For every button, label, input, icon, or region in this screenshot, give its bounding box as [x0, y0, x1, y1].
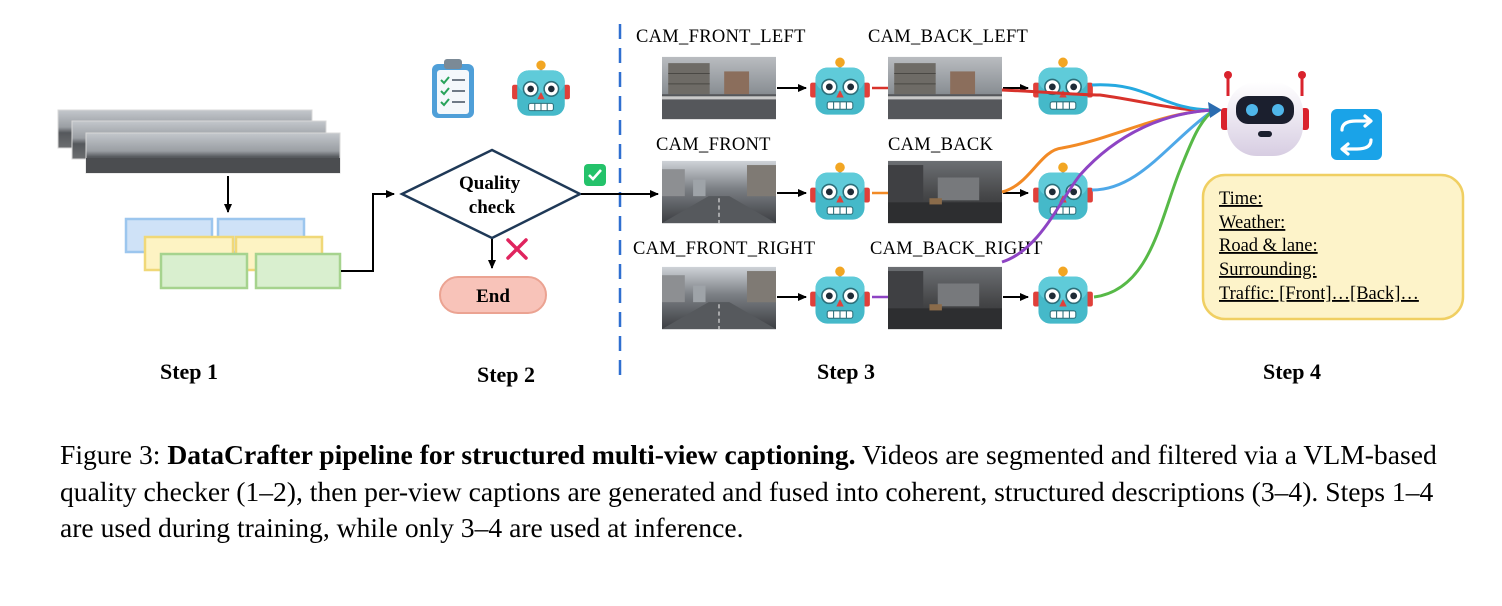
cross-icon [506, 238, 528, 260]
cam-front-left-label: CAM_FRONT_LEFT [636, 27, 806, 47]
fusion-curves [1001, 83, 1215, 299]
quality-check-label: Quality check [459, 173, 525, 218]
cam-back-image [888, 160, 1002, 224]
clipboard-icon [432, 59, 474, 118]
cam-back-right-image [888, 266, 1002, 330]
caption-prefix: Figure 3: [60, 439, 168, 470]
robot-icon [808, 266, 872, 325]
end-box [439, 276, 547, 314]
cam-back-right-label: CAM_BACK_RIGHT [870, 239, 1043, 259]
note-surrounding: Surrounding: [1219, 260, 1317, 280]
cam-back-left-label: CAM_BACK_LEFT [868, 27, 1028, 47]
caption-body: Videos are segmented and filtered via a … [60, 439, 1437, 543]
fusion-arrowhead [1208, 102, 1222, 118]
robot-icon [1031, 266, 1095, 325]
quality-check-diamond [399, 148, 583, 240]
step1-video-stack [57, 109, 341, 174]
figure-caption: Figure 3: DataCrafter pipeline for struc… [60, 437, 1470, 547]
step-2-label: Step 2 [477, 362, 535, 387]
end-label: End [476, 286, 510, 307]
robot-icon [808, 162, 872, 221]
cam-back-label: CAM_BACK [888, 135, 994, 155]
sync-icon [1331, 109, 1382, 160]
robot-icon [510, 60, 572, 118]
robot-icon [1031, 57, 1095, 116]
step-3-label: Step 3 [817, 359, 875, 384]
fusion-robot-icon [1221, 71, 1309, 156]
cam-front-left-image [662, 56, 776, 120]
robot-icon [808, 57, 872, 116]
cam-front-right-label: CAM_FRONT_RIGHT [633, 239, 815, 259]
cam-front-label: CAM_FRONT [656, 135, 771, 155]
step-4-label: Step 4 [1263, 359, 1321, 384]
check-icon [584, 164, 606, 186]
cam-back-left-image [888, 56, 1002, 120]
note-traffic: Traffic: [Front]…[Back]… [1219, 284, 1419, 304]
cam-front-image [662, 160, 776, 224]
step1-to-step2-arrow [341, 190, 395, 272]
step-1-label: Step 1 [160, 359, 218, 384]
caption-title: DataCrafter pipeline for structured mult… [167, 439, 856, 470]
note-road-lane: Road & lane: [1219, 236, 1318, 256]
output-note-text: Time: Weather: Road & lane: Surrounding:… [1219, 189, 1419, 304]
note-time: Time: [1219, 189, 1263, 209]
output-note-box [1201, 173, 1465, 321]
step1-segments [124, 217, 342, 290]
pipeline-diagram: Step 1 Quality check End Step 2 CAM_FRON… [57, 24, 1465, 387]
cam-front-right-image [662, 266, 776, 330]
note-weather: Weather: [1219, 213, 1285, 233]
